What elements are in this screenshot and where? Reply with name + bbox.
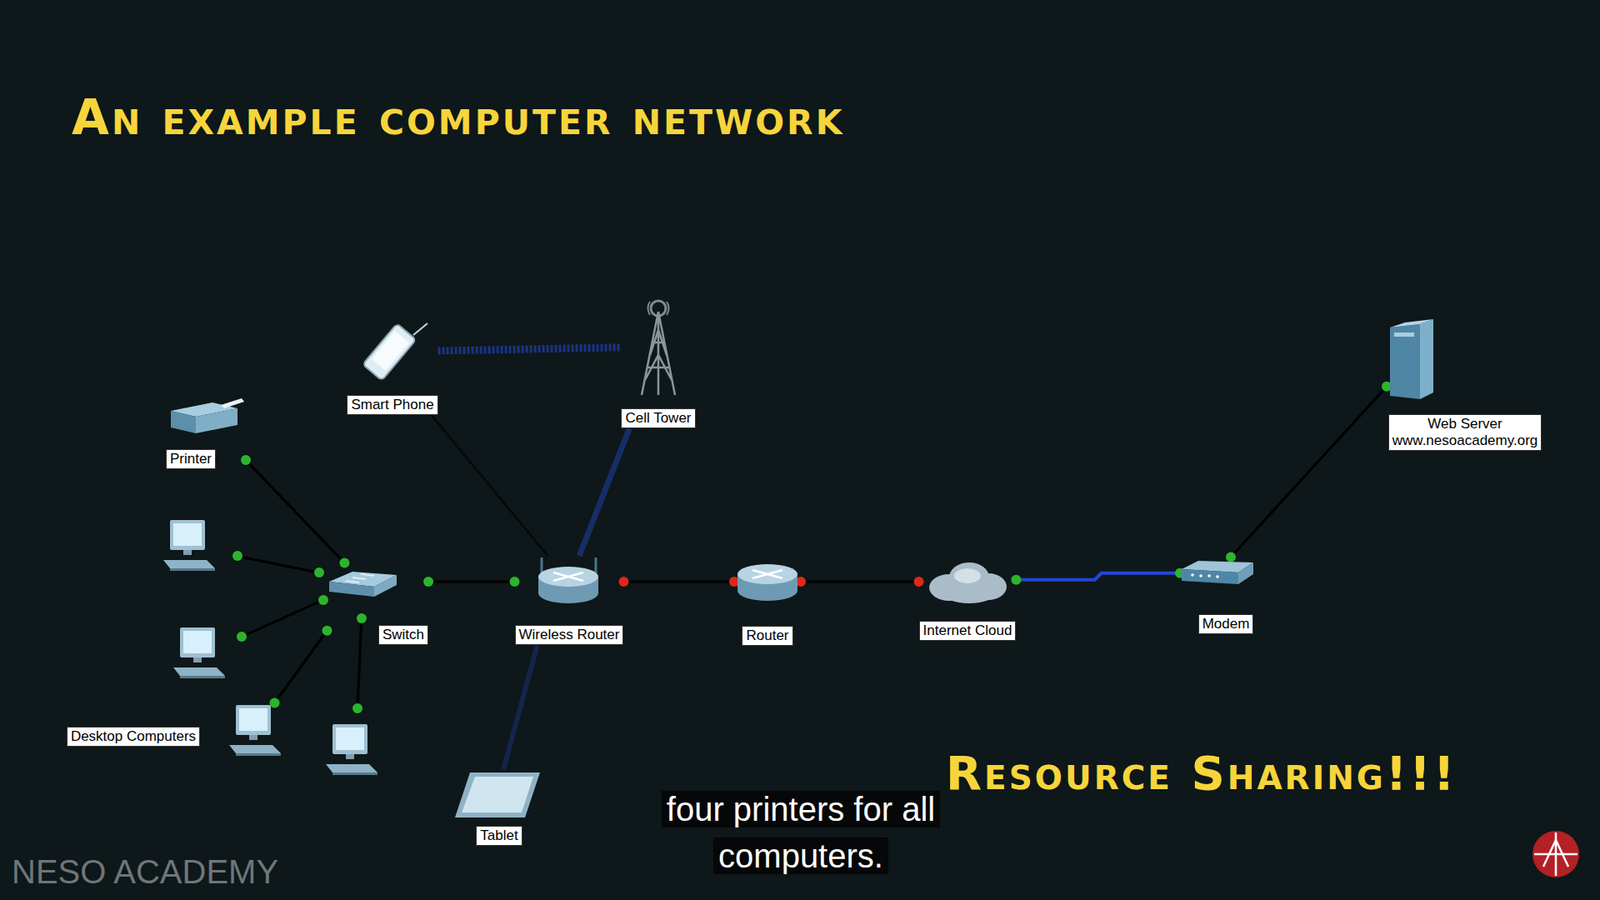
printer-icon bbox=[162, 398, 246, 436]
computer-icon bbox=[225, 703, 285, 758]
subtitle-box: four printers for all computers. bbox=[646, 785, 955, 880]
computer-icon bbox=[163, 520, 215, 571]
network-device: Smart Phone bbox=[346, 318, 438, 415]
subtitle-text: four printers for all computers. bbox=[661, 790, 940, 875]
device-label: Switch bbox=[378, 625, 429, 645]
port-dot bbox=[1225, 552, 1236, 563]
logo-mark bbox=[1534, 832, 1578, 876]
port-dot bbox=[236, 631, 247, 642]
wire-link bbox=[800, 580, 920, 584]
switch-icon bbox=[327, 563, 399, 601]
computer-icon bbox=[325, 724, 378, 775]
port-dot bbox=[314, 567, 325, 578]
radio-link bbox=[503, 645, 538, 770]
wire-link bbox=[428, 580, 515, 584]
radio-link bbox=[438, 347, 622, 351]
faint-link bbox=[431, 415, 549, 556]
wire-link bbox=[275, 630, 328, 704]
port-dot bbox=[423, 576, 434, 587]
port-dot bbox=[270, 698, 280, 709]
device-label: Router bbox=[741, 625, 793, 646]
port-dot bbox=[352, 703, 363, 714]
tablet-icon bbox=[453, 769, 541, 820]
network-device: Router bbox=[734, 559, 801, 647]
network-device: Wireless Router bbox=[515, 555, 625, 645]
port-dot bbox=[240, 455, 251, 465]
device-label: Modem bbox=[1198, 614, 1255, 635]
slide-title: An example computer network bbox=[71, 93, 845, 142]
device-label: Desktop Computers bbox=[66, 726, 200, 747]
radio-link bbox=[579, 428, 630, 556]
device-label: Cell Tower bbox=[620, 408, 695, 429]
tower-icon bbox=[635, 296, 682, 397]
server-icon bbox=[1386, 317, 1437, 401]
network-device: Printer bbox=[162, 398, 246, 470]
switch-shape bbox=[329, 571, 397, 597]
network-device: Switch bbox=[327, 563, 430, 646]
channel-logo bbox=[1532, 830, 1580, 878]
port-dot bbox=[232, 550, 243, 561]
logo-disc bbox=[1532, 830, 1580, 878]
computer-shape bbox=[229, 705, 281, 756]
wrouter-icon bbox=[533, 555, 605, 608]
device-label: Internet Cloud bbox=[919, 620, 1017, 641]
cloud-shape bbox=[929, 562, 1007, 604]
device-label: Printer bbox=[165, 449, 216, 470]
server-shape bbox=[1390, 319, 1434, 400]
network-device: Tablet bbox=[453, 769, 541, 846]
router-shape bbox=[737, 564, 798, 601]
network-device: Cell Tower bbox=[620, 296, 695, 429]
network-device: Web Server www.nesoacademy.org bbox=[1386, 317, 1542, 451]
wire-link bbox=[1230, 386, 1387, 558]
device-label: Tablet bbox=[475, 825, 522, 846]
ethernet-wire bbox=[241, 599, 325, 637]
ethernet-wire bbox=[357, 615, 362, 709]
network-device: Internet Cloud bbox=[919, 559, 1017, 642]
network-device: Modem bbox=[1180, 557, 1255, 635]
port-dot bbox=[1010, 575, 1021, 585]
wire-link bbox=[623, 580, 735, 584]
network-device: Desktop Computers bbox=[66, 703, 285, 758]
watermark: NESO ACADEMY bbox=[11, 855, 279, 889]
serial-link bbox=[1015, 573, 1180, 580]
port-dot bbox=[318, 595, 329, 605]
ethernet-wire bbox=[235, 555, 322, 574]
port-dot bbox=[322, 625, 333, 636]
computer-icon bbox=[173, 627, 225, 679]
device-label: Wireless Router bbox=[515, 625, 625, 645]
cloud-icon bbox=[925, 559, 1010, 605]
modem-icon bbox=[1180, 557, 1255, 587]
phone-icon bbox=[350, 318, 435, 385]
port-dot bbox=[339, 558, 350, 569]
wrouter-shape bbox=[538, 557, 599, 604]
port-dot bbox=[356, 613, 367, 624]
port-dot bbox=[618, 576, 629, 587]
device-label: Web Server www.nesoacademy.org bbox=[1388, 414, 1542, 452]
tower-shape bbox=[641, 300, 675, 395]
slogan-text: Resource Sharing!!! bbox=[945, 750, 1457, 797]
port-dot bbox=[510, 576, 520, 587]
phone-shape bbox=[362, 323, 428, 381]
router-icon bbox=[734, 559, 801, 605]
modem-shape bbox=[1181, 560, 1254, 585]
wire-link bbox=[245, 460, 345, 563]
tablet-shape bbox=[455, 772, 540, 818]
port-dot bbox=[914, 576, 925, 587]
printer-shape bbox=[170, 398, 245, 434]
device-label: Smart Phone bbox=[346, 395, 438, 415]
